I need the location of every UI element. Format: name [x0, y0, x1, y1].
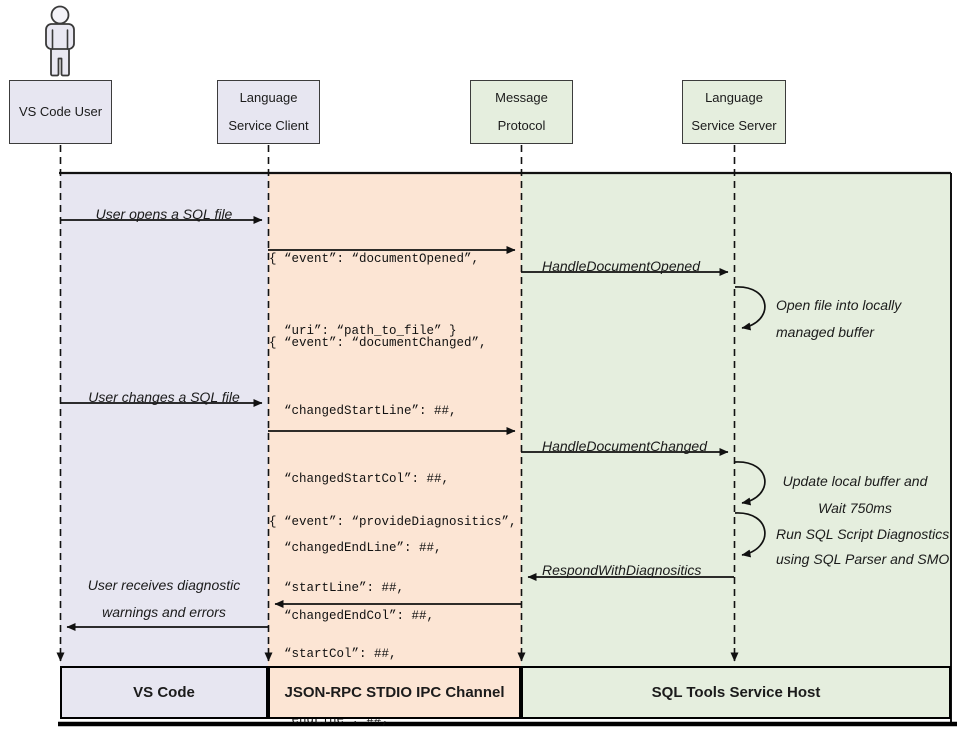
- participant-label: Language: [705, 90, 763, 105]
- payload-line: “uri”: “path_to_file” }: [269, 324, 457, 338]
- payload-line: “changedStartLine”: ##,: [269, 403, 457, 418]
- footer-service-host: SQL Tools Service Host: [521, 666, 951, 719]
- note-line: using SQL Parser and SMO: [776, 551, 950, 567]
- band-service-host-lane: [521, 173, 951, 666]
- footer-label: VS Code: [133, 684, 195, 701]
- note-line: Wait 750ms: [818, 500, 892, 516]
- participant-vscode-user: VS Code User: [9, 80, 112, 144]
- label-user-receives-diagnostics: User receives diagnostic warnings and er…: [60, 572, 268, 626]
- participant-label: Protocol: [497, 118, 546, 133]
- label-user-changes-file: User changes a SQL file: [88, 389, 240, 405]
- footer-vscode: VS Code: [60, 666, 268, 719]
- note-line: Run SQL Script Diagnostics: [776, 526, 950, 542]
- payload-line: { “event”: “provideDiagnositics”,: [269, 515, 517, 529]
- payload-line: “changedEndCol”: ##,: [269, 609, 435, 624]
- note-line: Open file into locally: [776, 297, 902, 313]
- note-update-buffer: Update local buffer and Wait 750ms: [773, 468, 937, 522]
- participant-label: Service Server: [691, 118, 777, 133]
- note-run-diagnostics: Run SQL Script Diagnostics using SQL Par…: [776, 522, 949, 572]
- payload-line: “changedStartCol”: ##,: [269, 472, 450, 487]
- participant-language-service-server: Language Service Server: [682, 80, 786, 144]
- band-ipc-channel-lane: [268, 173, 521, 666]
- participant-message-protocol: Message Protocol: [470, 80, 573, 144]
- user-actor-icon: [45, 5, 75, 77]
- payload-line: { “event”: “documentChanged”,: [269, 335, 487, 350]
- payload-line: “changedEndLine”: ##,: [269, 540, 442, 555]
- footer-label: SQL Tools Service Host: [651, 684, 821, 701]
- participant-language-service-client: Language Service Client: [217, 80, 320, 144]
- label-handle-document-opened: HandleDocumentOpened: [542, 258, 700, 274]
- participant-label: VS Code User: [18, 104, 103, 119]
- label-respond-with-diagnostics: RespondWithDiagnositics: [542, 562, 702, 578]
- footer-ipc-channel: JSON-RPC STDIO IPC Channel: [268, 666, 521, 719]
- label-user-opens-file: User opens a SQL file: [95, 206, 233, 222]
- band-vscode-lane: [60, 173, 268, 666]
- note-open-file-buffer: Open file into locally managed buffer: [776, 292, 901, 346]
- participant-label: Message: [495, 90, 548, 105]
- payload-line: “startCol”: ##,: [269, 647, 397, 661]
- payload-provide-diagnostics: { “event”: “provideDiagnositics”, “start…: [269, 467, 517, 732]
- participant-label: Service Client: [228, 118, 309, 133]
- payload-line: { “event”: “documentOpened”,: [269, 252, 480, 266]
- payload-document-opened: { “event”: “documentOpened”, “uri”: “pat…: [269, 199, 479, 391]
- label-handle-document-changed: HandleDocumentChanged: [542, 438, 707, 454]
- payload-line: “startLine”: ##,: [269, 581, 405, 595]
- participant-label: Language: [239, 90, 298, 105]
- label-line: User receives diagnostic: [87, 577, 241, 593]
- note-line: Update local buffer and: [782, 473, 928, 489]
- label-line: warnings and errors: [102, 604, 226, 620]
- note-line: managed buffer: [776, 324, 875, 340]
- footer-label: JSON-RPC STDIO IPC Channel: [284, 684, 505, 701]
